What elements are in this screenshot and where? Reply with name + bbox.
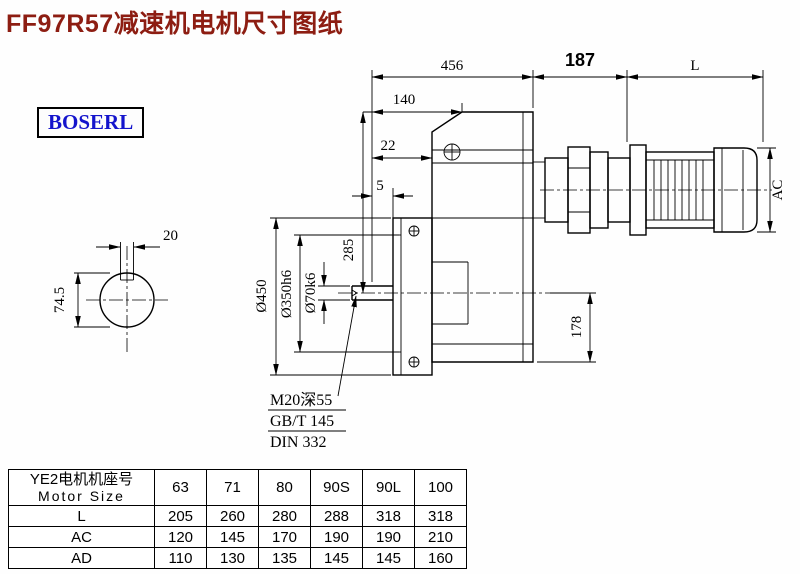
dim-spigot-dia-label: Ø350h6	[279, 269, 295, 318]
row-label-AC: AC	[8, 526, 155, 548]
fan-cover	[713, 147, 758, 233]
dim-456-label: 456	[441, 58, 464, 74]
size-col-80: 80	[258, 469, 311, 506]
dim-285-label: 285	[341, 239, 357, 262]
cell-L-100: 318	[414, 505, 467, 527]
dim-L-label: L	[690, 58, 699, 74]
motor-size-header-cn: YE2电机机座号	[29, 470, 134, 488]
size-col-90l: 90L	[362, 469, 415, 506]
shaft-end-view: 20 74.5	[52, 228, 178, 354]
table-row-L: L 205 260 280 288 318 318	[8, 505, 467, 527]
dim-187-label: 187	[565, 50, 595, 70]
dim-5-label: 5	[376, 178, 384, 194]
motor	[540, 144, 772, 236]
dim-shaft-dia-label: Ø70k6	[303, 272, 319, 313]
note-tap-label: M20深55	[270, 391, 332, 409]
thread-notes: M20深55 GB/T 145 DIN 332	[268, 295, 357, 451]
motor-fins	[653, 160, 704, 220]
cell-AC-100: 210	[414, 526, 467, 548]
cell-L-80: 280	[258, 505, 311, 527]
cell-AC-71: 145	[206, 526, 259, 548]
size-col-63: 63	[154, 469, 207, 506]
cell-AD-71: 130	[206, 547, 259, 569]
cell-AD-90s: 145	[310, 547, 363, 569]
motor-size-header-cell: YE2电机机座号 Motor Size	[8, 469, 155, 506]
page-title: FF97R57减速机电机尺寸图纸	[6, 10, 344, 38]
dim-flange-dia-label: Ø450	[254, 279, 270, 312]
dim-AC-label: AC	[770, 180, 786, 201]
cell-AD-90l: 145	[362, 547, 415, 569]
cell-L-63: 205	[154, 505, 207, 527]
dim-22-label: 22	[381, 138, 396, 154]
dim-shaft-745-label: 74.5	[52, 287, 68, 313]
motor-size-table: YE2电机机座号 Motor Size 63 71 80 90S 90L 100…	[8, 469, 467, 569]
cell-AC-90l: 190	[362, 526, 415, 548]
table-header-row: YE2电机机座号 Motor Size 63 71 80 90S 90L 100	[8, 469, 467, 506]
cell-AC-80: 170	[258, 526, 311, 548]
output-shaft-and-flange	[338, 217, 552, 376]
cell-AD-63: 110	[154, 547, 207, 569]
cell-L-90s: 288	[310, 505, 363, 527]
diameter-dimensions: Ø450 Ø350h6 Ø70k6 285	[254, 111, 462, 376]
boserl-logo: BOSERL	[37, 107, 145, 138]
row-label-AD: AD	[8, 547, 155, 569]
cell-L-90l: 318	[362, 505, 415, 527]
cell-L-71: 260	[206, 505, 259, 527]
table-row-AD: AD 110 130 135 145 145 160	[8, 547, 467, 569]
cell-AD-80: 135	[258, 547, 311, 569]
dim-178-label: 178	[569, 316, 585, 339]
table-row-AC: AC 120 145 170 190 190 210	[8, 526, 467, 548]
dim-140-label: 140	[393, 92, 416, 108]
cell-AD-100: 160	[414, 547, 467, 569]
motor-size-header-en: Motor Size	[38, 488, 125, 505]
gearbox-housing	[431, 111, 546, 363]
top-dimensions: 456 187 L 140 22 5	[352, 50, 764, 282]
note-din-label: DIN 332	[270, 434, 326, 451]
cell-AC-90s: 190	[310, 526, 363, 548]
note-gbt-label: GB/T 145	[270, 413, 334, 430]
size-col-90s: 90S	[310, 469, 363, 506]
row-label-L: L	[8, 505, 155, 527]
size-col-100: 100	[414, 469, 467, 506]
dim-key-width-label: 20	[163, 228, 178, 244]
cell-AC-63: 120	[154, 526, 207, 548]
size-col-71: 71	[206, 469, 259, 506]
right-dimensions: 178 AC	[537, 147, 786, 363]
